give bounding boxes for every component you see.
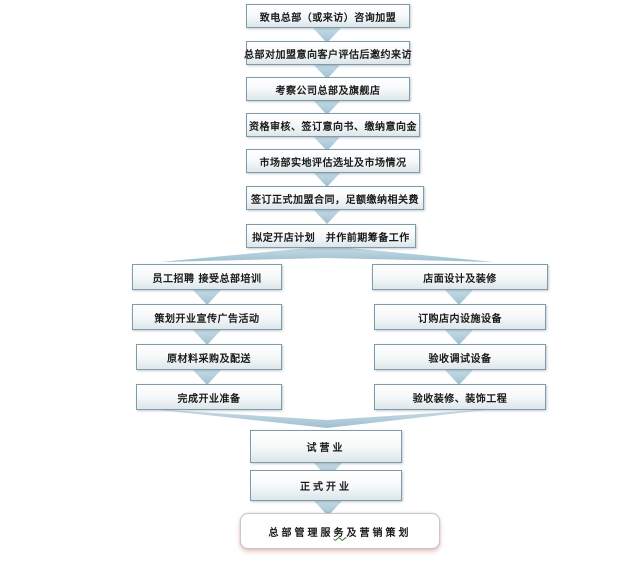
right-step-box: 验收调试设备 xyxy=(374,344,546,370)
left-step-box: 原材料采购及配送 xyxy=(136,344,282,370)
arrow-down xyxy=(192,289,222,305)
step-label: 考察公司总部及旗舰店 xyxy=(275,85,381,97)
step-label: 市场部实地评估选址及市场情况 xyxy=(259,157,407,169)
final-step-label: 试营业 xyxy=(306,443,346,454)
last-step-box: 总部管理服务及营销策划 xyxy=(240,513,440,549)
last-step-text: 总部管理服 xyxy=(268,527,334,539)
final-step-box: 正式开业 xyxy=(250,470,402,501)
left-step-label: 策划开业宣传广告活动 xyxy=(154,313,260,325)
arrow-down xyxy=(312,27,342,43)
last-step-label: 总部管理服务及营销策划 xyxy=(269,524,412,539)
step-box: 总部对加盟意向客户评估后邀约来访 xyxy=(244,41,412,65)
step-label: 拟定开店计划 并作前期筹备工作 xyxy=(252,232,410,244)
arrow-down xyxy=(312,171,342,187)
left-step-label: 完成开业准备 xyxy=(177,393,241,405)
right-step-label: 订购店内设施设备 xyxy=(418,313,502,325)
arrow-down xyxy=(192,369,222,385)
step-box: 考察公司总部及旗舰店 xyxy=(246,77,410,101)
arrow-down xyxy=(444,369,474,385)
final-step-label: 正式开业 xyxy=(300,482,352,493)
arrow-down xyxy=(444,289,474,305)
final-step-box: 试营业 xyxy=(250,430,402,463)
left-step-box: 策划开业宣传广告活动 xyxy=(132,304,282,330)
arrow-merge xyxy=(150,409,494,428)
last-step-text: 及营销策划 xyxy=(346,527,412,539)
arrow-down xyxy=(313,500,343,516)
right-step-label: 店面设计及装修 xyxy=(423,273,497,285)
left-step-label: 原材料采购及配送 xyxy=(167,353,251,365)
step-label: 总部对加盟意向客户评估后邀约来访 xyxy=(244,49,412,61)
step-label: 致电总部（或来访）咨询加盟 xyxy=(259,12,397,24)
step-label: 资格审核、签订意向书、缴纳意向金 xyxy=(249,121,417,133)
arrow-down xyxy=(192,329,222,345)
step-box: 拟定开店计划 并作前期筹备工作 xyxy=(246,224,416,248)
arrow-down xyxy=(312,135,342,151)
step-box: 签订正式加盟合同，足额缴纳相关费 xyxy=(246,186,424,210)
right-step-label: 验收调试设备 xyxy=(428,353,492,365)
arrow-down xyxy=(312,99,342,115)
right-step-label: 验收装修、装饰工程 xyxy=(412,393,508,405)
right-step-box: 店面设计及装修 xyxy=(372,264,548,290)
step-box: 资格审核、签订意向书、缴纳意向金 xyxy=(246,113,420,137)
step-box: 致电总部（或来访）咨询加盟 xyxy=(246,4,410,28)
step-box: 市场部实地评估选址及市场情况 xyxy=(246,149,420,173)
arrow-split xyxy=(160,246,494,262)
step-label: 签订正式加盟合同，足额缴纳相关费 xyxy=(251,194,419,206)
left-step-box: 员工招聘 接受总部培训 xyxy=(132,264,282,290)
left-step-box: 完成开业准备 xyxy=(136,384,282,410)
arrow-down xyxy=(312,208,342,224)
left-step-label: 员工招聘 接受总部培训 xyxy=(152,273,262,285)
arrow-down xyxy=(312,63,342,79)
right-step-box: 验收装修、装饰工程 xyxy=(374,384,546,410)
right-step-box: 订购店内设施设备 xyxy=(374,304,546,330)
arrow-down xyxy=(444,329,474,345)
last-step-underlined-text: 务 xyxy=(333,527,347,539)
